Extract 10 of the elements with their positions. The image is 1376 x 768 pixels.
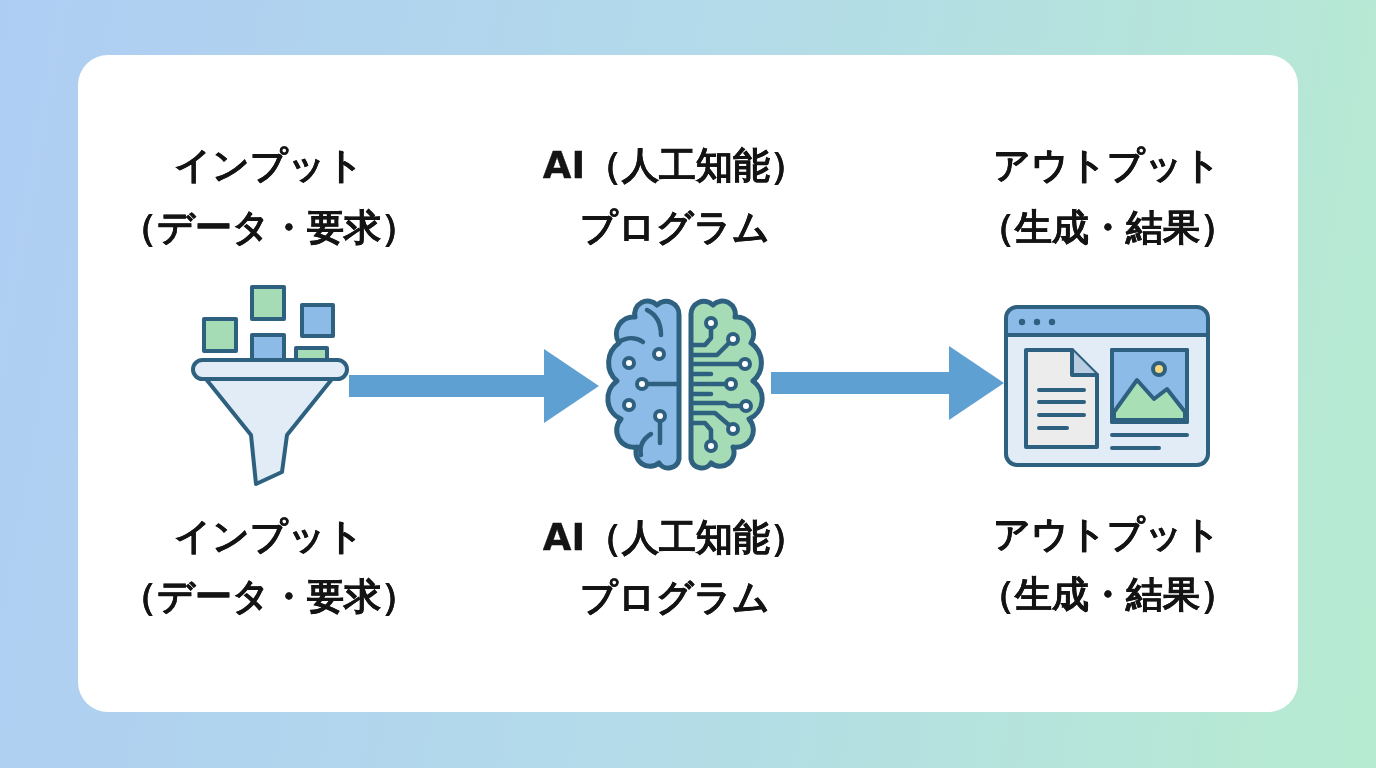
stage-caption: アウトプット（生成・結果） <box>976 512 1238 618</box>
arrow <box>771 346 1004 420</box>
stage-caption: AI（人工知能）プログラム <box>541 515 809 621</box>
funnel-icon <box>191 285 349 487</box>
stage-heading: インプット（データ・要求） <box>119 143 419 251</box>
browser-window-icon <box>1004 305 1210 467</box>
arrow <box>349 349 599 423</box>
stage-heading: AI（人工知能）プログラム <box>541 143 809 251</box>
stage-heading: アウトプット（生成・結果） <box>976 143 1238 251</box>
stage-caption: インプット（データ・要求） <box>119 514 419 620</box>
